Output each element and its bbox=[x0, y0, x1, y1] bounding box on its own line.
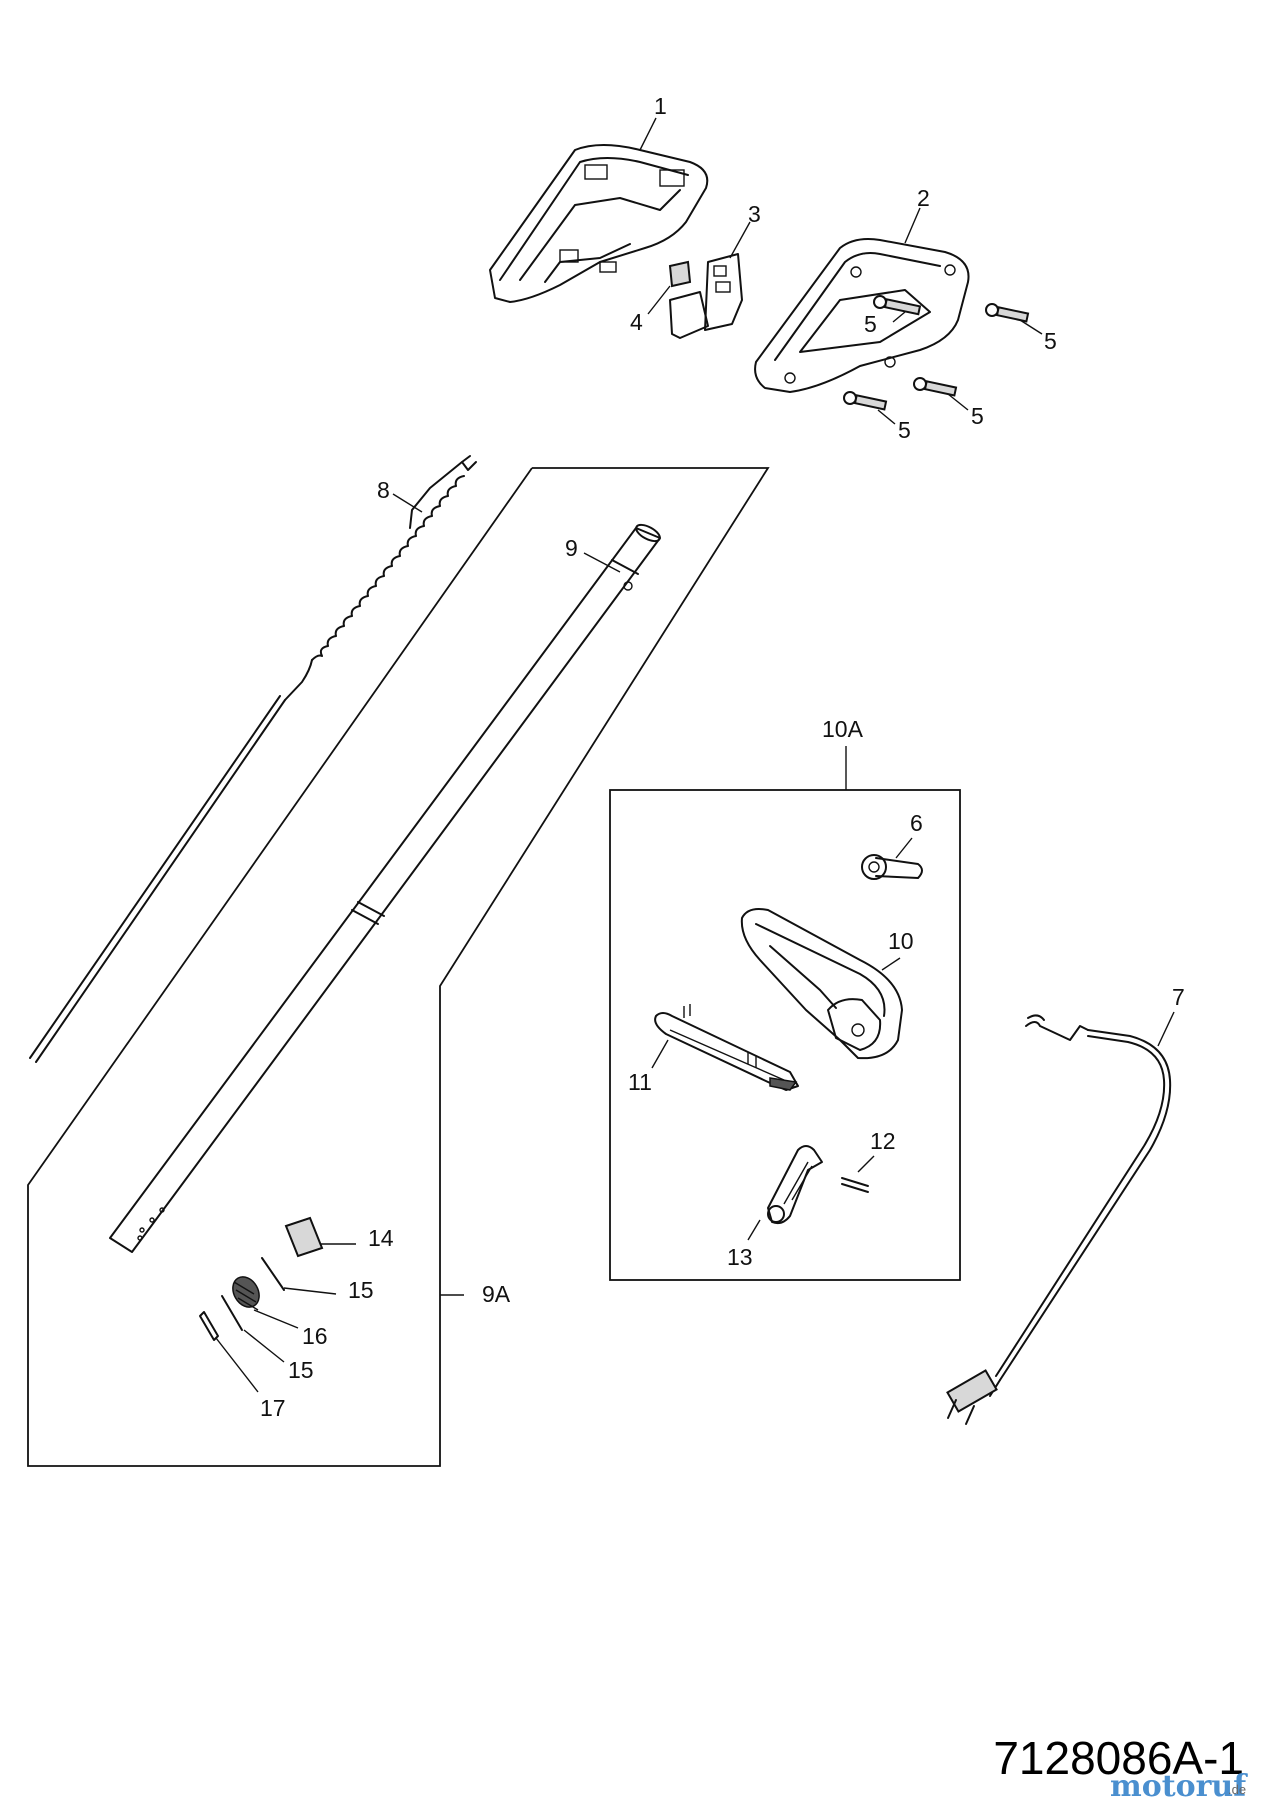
label-part-16: 16 bbox=[302, 1323, 328, 1349]
label-part-6: 6 bbox=[910, 810, 923, 836]
label-part-5-a: 5 bbox=[864, 311, 877, 337]
label-part-17: 17 bbox=[260, 1395, 286, 1421]
part-10-handle bbox=[740, 908, 903, 1060]
watermark-suffix: .de bbox=[1228, 1782, 1246, 1797]
part-14-sleeve bbox=[284, 1216, 324, 1258]
watermark-brand: motoruf bbox=[1110, 1769, 1248, 1800]
part-6-pin bbox=[861, 854, 923, 880]
part-17-pin bbox=[199, 1311, 219, 1341]
part-15-washer-b bbox=[221, 1295, 243, 1331]
label-part-2: 2 bbox=[917, 185, 930, 211]
part-11-lever bbox=[654, 1004, 799, 1091]
label-part-5-d: 5 bbox=[898, 417, 911, 443]
part-5-screw-d bbox=[843, 391, 888, 411]
part-5-screw-c bbox=[913, 377, 958, 397]
label-part-12: 12 bbox=[870, 1128, 896, 1154]
label-part-13: 13 bbox=[727, 1244, 753, 1270]
label-part-10: 10 bbox=[888, 928, 914, 954]
part-15-washer-a bbox=[261, 1257, 285, 1291]
part-5-screw-a bbox=[873, 295, 922, 316]
watermark-logo: motoruf .de bbox=[1110, 1769, 1248, 1800]
part-4-small-block bbox=[668, 260, 692, 288]
assembly-9a-frame bbox=[27, 467, 770, 1467]
label-part-14: 14 bbox=[368, 1225, 394, 1251]
label-part-8: 8 bbox=[377, 477, 390, 503]
label-part-15-a: 15 bbox=[348, 1277, 374, 1303]
part-12-rod bbox=[841, 1177, 869, 1193]
part-7-power-cable bbox=[946, 1014, 1172, 1425]
assembly-10a-frame bbox=[609, 789, 961, 1281]
label-part-1: 1 bbox=[654, 93, 667, 119]
label-part-7: 7 bbox=[1172, 984, 1185, 1010]
part-1-housing-shell bbox=[489, 144, 709, 303]
part-8-cable-spring bbox=[29, 455, 477, 1063]
label-part-5-b: 5 bbox=[1044, 328, 1057, 354]
part-9-shaft-tube bbox=[109, 523, 661, 1253]
label-assembly-10a: 10A bbox=[822, 716, 864, 742]
part-16-spring bbox=[232, 1276, 260, 1311]
label-part-3: 3 bbox=[748, 201, 761, 227]
document-number: 7128086A-1 bbox=[993, 1732, 1244, 1784]
label-assembly-9a: 9A bbox=[482, 1281, 511, 1307]
label-part-4: 4 bbox=[630, 309, 643, 335]
part-13-trigger bbox=[767, 1145, 823, 1225]
part-5-screw-b bbox=[985, 303, 1030, 323]
part-2-housing-cover bbox=[754, 238, 970, 393]
label-part-5-c: 5 bbox=[971, 403, 984, 429]
part-3-switch bbox=[669, 253, 743, 339]
label-part-9: 9 bbox=[565, 535, 578, 561]
label-part-15-b: 15 bbox=[288, 1357, 314, 1383]
label-part-11: 11 bbox=[628, 1069, 652, 1095]
